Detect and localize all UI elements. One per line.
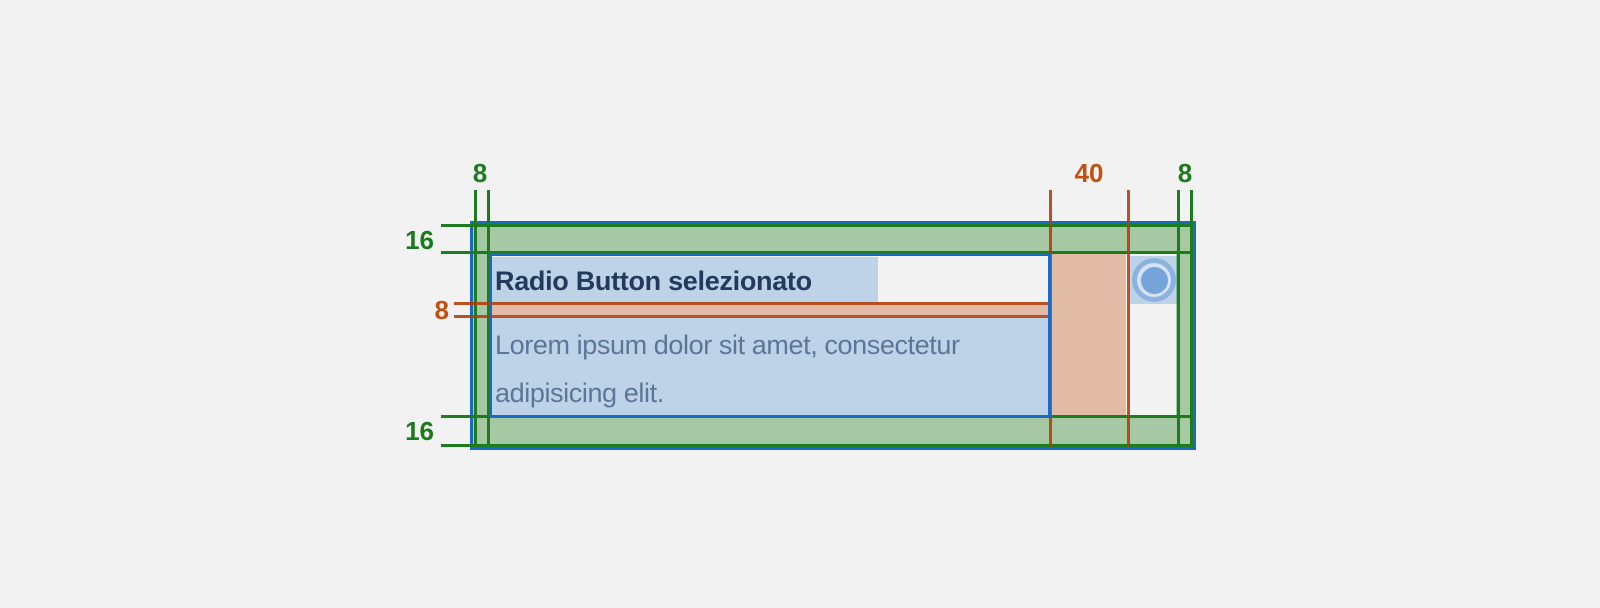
guide-line-top-padding-upper (441, 224, 1193, 227)
radio-button-component-card (470, 221, 1196, 450)
measure-label-padding-right: 8 (1177, 158, 1193, 188)
padding-overlay-top (473, 224, 1193, 254)
card-title: Radio Button selezionato (495, 266, 812, 296)
guide-line-left-padding-outer (474, 190, 477, 447)
guide-line-top-padding-lower (441, 251, 1193, 254)
radio-selected-icon (1132, 258, 1176, 302)
guide-line-right-padding-outer (1190, 190, 1193, 447)
text-content-box-outline (489, 253, 1051, 418)
padding-overlay-right (1176, 254, 1193, 415)
guide-line-icon-gap-right (1127, 190, 1130, 447)
radio-ring-gap (1137, 263, 1171, 297)
body-highlight (492, 318, 1049, 415)
guide-line-right-padding-inner (1177, 190, 1180, 447)
measure-label-gap-title-body: 8 (434, 295, 449, 325)
card-body-line2: adipisicing elit. (495, 378, 664, 408)
radio-dot (1140, 266, 1168, 294)
padding-overlay-left (473, 254, 490, 415)
measure-label-padding-bottom: 16 (405, 416, 434, 446)
guide-line-title-gap-upper (454, 302, 1049, 305)
guide-line-title-gap-lower (454, 315, 1049, 318)
spacing-overlay-title-to-body (491, 305, 1049, 315)
guide-line-left-padding-inner (487, 190, 490, 447)
spacing-overlay-text-to-icon (1052, 254, 1126, 415)
card-body-line1: Lorem ipsum dolor sit amet, consectetur (495, 330, 960, 360)
measure-label-padding-top: 16 (405, 225, 434, 255)
card-body-text: Lorem ipsum dolor sit amet, consectetur … (492, 318, 1049, 415)
padding-overlay-bottom (473, 415, 1193, 447)
radio-button-selected[interactable] (1132, 258, 1176, 302)
guide-line-bottom-padding-lower (441, 444, 1193, 447)
measure-label-gap-text-icon: 40 (1074, 158, 1104, 188)
title-highlight (492, 257, 878, 304)
measure-label-padding-left: 8 (472, 158, 488, 188)
